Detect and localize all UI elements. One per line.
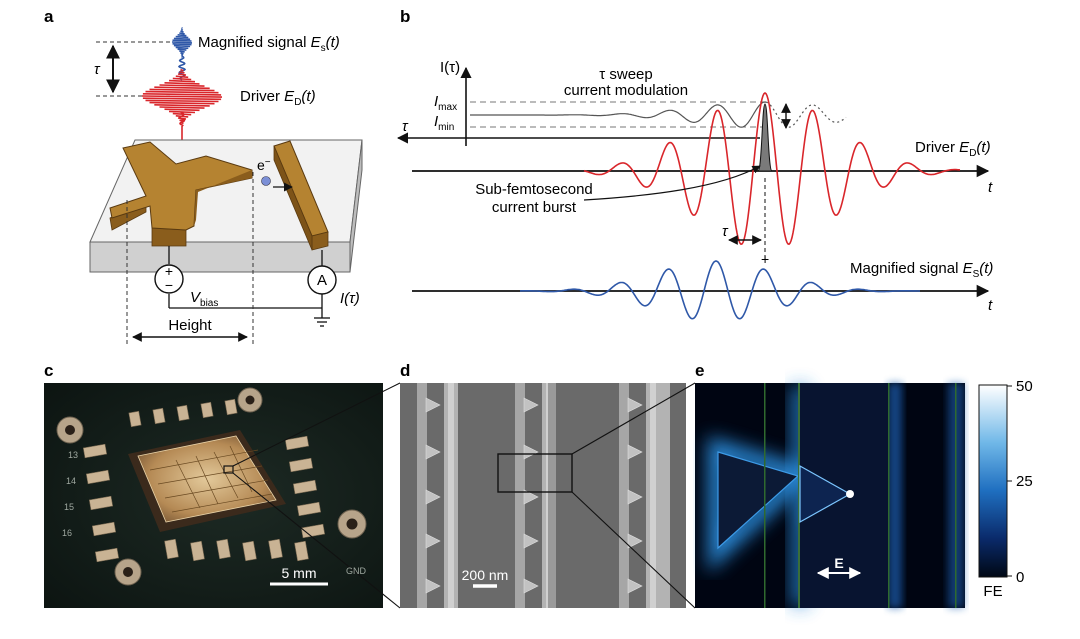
magnified-signal-trace [520, 260, 920, 320]
board-pads [82, 398, 326, 563]
pad-label-13: 13 [68, 450, 78, 460]
sweep-label-1: τ sweep [599, 66, 652, 83]
scale-bar-d-label: 200 nm [462, 567, 509, 583]
driver-trace-label: Driver ED(t) [915, 139, 991, 159]
colorbar-max: 50 [1016, 378, 1033, 395]
driver-label: Driver ED(t) [240, 88, 316, 108]
zoom-line-d-bottom [571, 491, 696, 609]
chip [137, 435, 277, 523]
colorbar [978, 384, 1008, 578]
panel-a: a τ Magnified signal Es(t) Driver ED(t) [44, 7, 363, 345]
burst-label-1: Sub-femtosecond [475, 181, 593, 198]
scale-bar-c-label: 5 mm [282, 565, 317, 581]
inset-tau-label: τ [402, 118, 409, 135]
electron [261, 176, 271, 186]
inset-y-label: I(τ) [440, 59, 460, 76]
current-modulation-extrapolated [765, 101, 847, 128]
height-label: Height [168, 317, 212, 334]
imin-label: Imin [434, 113, 454, 133]
panel-c: c 13 14 15 16 GND 5 mm [44, 361, 401, 609]
zoom-line-c-top [232, 382, 401, 467]
burst-pointer [583, 165, 761, 201]
pad-label-16: 16 [62, 528, 72, 538]
panel-b-label: b [400, 7, 410, 26]
ammeter [307, 265, 337, 295]
voltage-source-plus: + [165, 263, 173, 279]
gold-antenna-electrode [109, 141, 253, 247]
signal-trace-label: Magnified signal ES(t) [850, 260, 993, 280]
pad-label-14: 14 [66, 476, 76, 486]
plus-marker: + [761, 251, 769, 267]
pad-label-gnd: GND [346, 566, 367, 576]
zoom-box-c [223, 465, 234, 474]
mounting-holes [56, 387, 367, 586]
panel-b: b I(τ) τ Imax Imin τ sweep current modul… [396, 7, 993, 320]
voltage-source [154, 264, 184, 294]
magnified-signal-label: Magnified signal Es(t) [198, 34, 340, 54]
sweep-label-2: current modulation [564, 82, 688, 99]
zoom-line-d-top [571, 382, 696, 455]
panel-e-label: e [695, 361, 704, 380]
zoom-line-c-bottom [232, 472, 401, 609]
signal-t-label: t [988, 297, 993, 314]
substrate-side [349, 139, 363, 273]
electrode-shapes [717, 383, 957, 608]
colorbar-unit: FE [983, 583, 1002, 600]
colorbar-mid: 25 [1016, 473, 1033, 490]
panel-e: e E 50 25 0 FE [695, 361, 1033, 608]
current-label: I(τ) [340, 290, 360, 307]
burst-label-2: current burst [492, 199, 577, 216]
driver-t-label: t [988, 179, 993, 196]
current-modulation-trace [470, 101, 767, 128]
driver-field-trace [583, 92, 961, 246]
sem-antenna-structures [417, 383, 670, 608]
delay-tau: τ [94, 61, 101, 78]
panel-a-label: a [44, 7, 54, 26]
gold-bar-electrode [273, 140, 329, 251]
voltage-source-minus: − [165, 277, 173, 293]
colorbar-min: 0 [1016, 569, 1024, 586]
driver-pulse [141, 68, 223, 127]
zoom-box-d [497, 453, 573, 493]
panel-d-label: d [400, 361, 410, 380]
electron-label: e− [257, 157, 271, 173]
panel-c-label: c [44, 361, 53, 380]
magnified-signal-pulse [171, 27, 193, 81]
panel-d: d 200 nm [400, 361, 696, 609]
imax-label: Imax [434, 93, 457, 113]
tau-delay-label: τ [722, 223, 729, 240]
vbias-label: Vbias [190, 289, 218, 309]
current-burst [757, 103, 773, 172]
pad-label-15: 15 [64, 502, 74, 512]
ammeter-label: A [317, 272, 327, 289]
chip-traces [149, 445, 273, 513]
field-polarization-label: E [834, 555, 843, 571]
